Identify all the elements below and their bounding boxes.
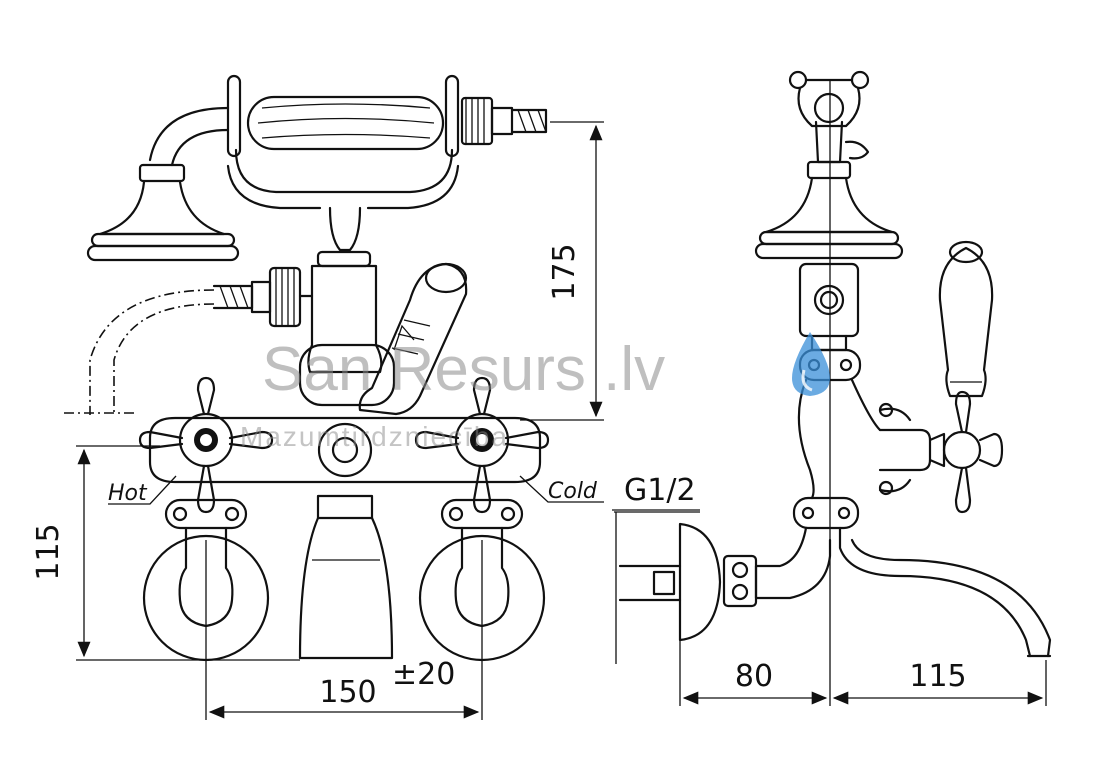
dimension-150: 150 ±20	[205, 540, 483, 720]
dim-115-left-label: 115	[31, 523, 66, 580]
cold-handle	[414, 376, 550, 530]
hot-label: Hot	[108, 481, 148, 506]
watermark-title: San Resurs .lv	[262, 335, 665, 404]
handset	[148, 74, 548, 210]
side-view: G1/2 80 115	[612, 70, 1052, 706]
dimension-175: 175	[520, 121, 604, 421]
front-view: Hot Cold 175 115 150 ±20	[31, 74, 604, 720]
hot-handle	[138, 376, 274, 530]
diverter-lever	[358, 262, 468, 416]
wall-flanges	[142, 526, 546, 662]
cold-label: Cold	[548, 479, 598, 504]
dim-115-right-label: 115	[909, 659, 966, 694]
dim-tolerance-label: ±20	[392, 657, 455, 692]
central-body	[148, 206, 542, 660]
watermark: San Resurs .lv Mazumtirdzniecība	[240, 332, 830, 452]
shower-cradle-base	[86, 163, 240, 262]
water-drop-logo	[792, 332, 830, 396]
watermark-subtitle: Mazumtirdzniecība	[240, 421, 509, 452]
thread-label: G1/2	[624, 473, 696, 508]
dim-80-label: 80	[735, 659, 773, 694]
dim-150-label: 150	[319, 675, 376, 710]
dimension-115-left: 115	[31, 445, 300, 661]
dim-175-label: 175	[547, 243, 582, 300]
hose-outlet	[64, 266, 314, 415]
